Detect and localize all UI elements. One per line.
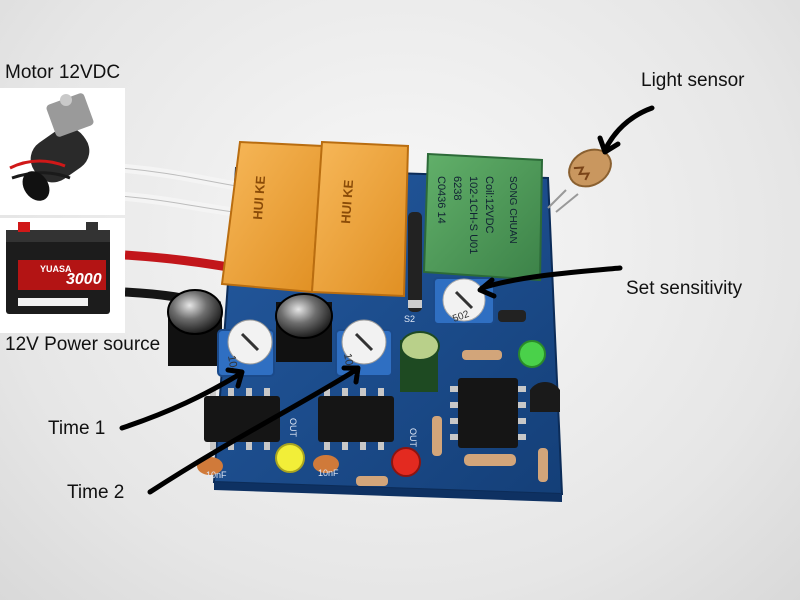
- arrow-time2: [147, 367, 359, 495]
- relay-main-line-5: SONG CHUAN: [507, 176, 518, 244]
- pot-time-1: 104: [217, 319, 275, 377]
- relay-main-line-2: 6238: [451, 176, 463, 200]
- silk-out-2: OUT: [408, 428, 418, 448]
- battery-photo: YUASA 3000: [0, 218, 125, 333]
- silk-s2: S2: [404, 314, 415, 324]
- relay-main-line-4: Coil:12VDC: [483, 176, 495, 234]
- resistors: [356, 310, 548, 486]
- diode: [408, 212, 422, 312]
- battery-illustration: YUASA 3000: [6, 222, 110, 314]
- motor-photo: [0, 88, 125, 215]
- transistor: [530, 381, 560, 412]
- light-sensor-ldr: [547, 148, 612, 213]
- battery-brand-text: YUASA: [40, 264, 72, 274]
- annotation-arrows: [119, 105, 655, 495]
- label-time-1: Time 1: [48, 418, 106, 439]
- battery-model-text: 3000: [66, 271, 102, 288]
- silk-10nf-2: 10nF: [318, 468, 339, 478]
- leds: [275, 340, 546, 477]
- capacitor-2: [275, 293, 333, 362]
- motor-illustration: [9, 93, 94, 201]
- pcb-silkscreen: 10nF 10nF OUT OUT S2: [206, 314, 418, 480]
- capacitor-1: [167, 289, 223, 366]
- silk-10nf-1: 10nF: [206, 470, 227, 480]
- label-power-source: 12V Power source: [5, 334, 161, 355]
- arrow-light-sensor: [602, 105, 655, 153]
- ic-2: [318, 388, 394, 450]
- arrow-sensitivity: [479, 265, 623, 291]
- ic-1: [204, 388, 280, 450]
- label-motor: Motor 12VDC: [5, 62, 121, 83]
- label-set-sensitivity: Set sensitivity: [626, 278, 743, 299]
- relay-orange-2: HUI KE: [310, 140, 410, 298]
- relay-main-line-1: C0436 14: [435, 176, 447, 224]
- label-light-sensor: Light sensor: [641, 70, 745, 91]
- label-time-2: Time 2: [67, 482, 125, 503]
- silk-out-1: OUT: [288, 418, 298, 438]
- relay-1-text: HUI KE: [250, 175, 268, 220]
- relay-main-line-3: 102-1CH-S U01: [467, 176, 479, 254]
- pot-time-2: 104: [335, 319, 393, 377]
- arrow-time1: [119, 371, 243, 431]
- relay-orange-1: HUI KE: [220, 140, 324, 294]
- relay-green: C0436 14 6238 102-1CH-S U01 Coil:12VDC S…: [422, 152, 544, 282]
- relay-2-text: HUI KE: [338, 179, 356, 224]
- ic-3: [450, 378, 526, 448]
- capacitor-3: [400, 331, 440, 392]
